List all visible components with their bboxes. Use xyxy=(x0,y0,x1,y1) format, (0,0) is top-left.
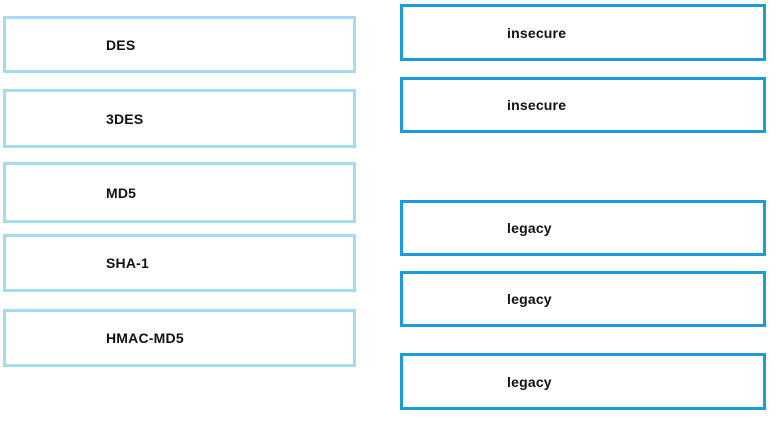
drag-source-label: DES xyxy=(106,36,136,53)
drag-source-label: SHA-1 xyxy=(106,255,150,271)
drag-source-hmac-md5[interactable]: HMAC-MD5 xyxy=(3,309,356,367)
drag-source-md5[interactable]: MD5 xyxy=(3,162,356,223)
drop-target-label: legacy xyxy=(507,220,552,236)
drop-target-legacy-2[interactable]: legacy xyxy=(400,271,766,327)
drag-source-3des[interactable]: 3DES xyxy=(3,89,356,148)
drag-source-label: 3DES xyxy=(106,110,144,127)
drag-source-label: HMAC-MD5 xyxy=(106,330,184,346)
drop-target-label: insecure xyxy=(507,97,567,113)
drag-source-sha1[interactable]: SHA-1 xyxy=(3,234,356,292)
drop-target-insecure-2[interactable]: insecure xyxy=(400,77,766,133)
drop-target-insecure-1[interactable]: insecure xyxy=(400,4,766,61)
drop-target-legacy-3[interactable]: legacy xyxy=(400,353,766,410)
drop-target-label: insecure xyxy=(507,24,567,41)
drag-source-label: MD5 xyxy=(106,184,137,201)
drop-target-legacy-1[interactable]: legacy xyxy=(400,200,766,256)
drag-source-des[interactable]: DES xyxy=(3,16,356,73)
drop-target-label: legacy xyxy=(507,373,552,390)
drop-target-label: legacy xyxy=(507,291,552,307)
